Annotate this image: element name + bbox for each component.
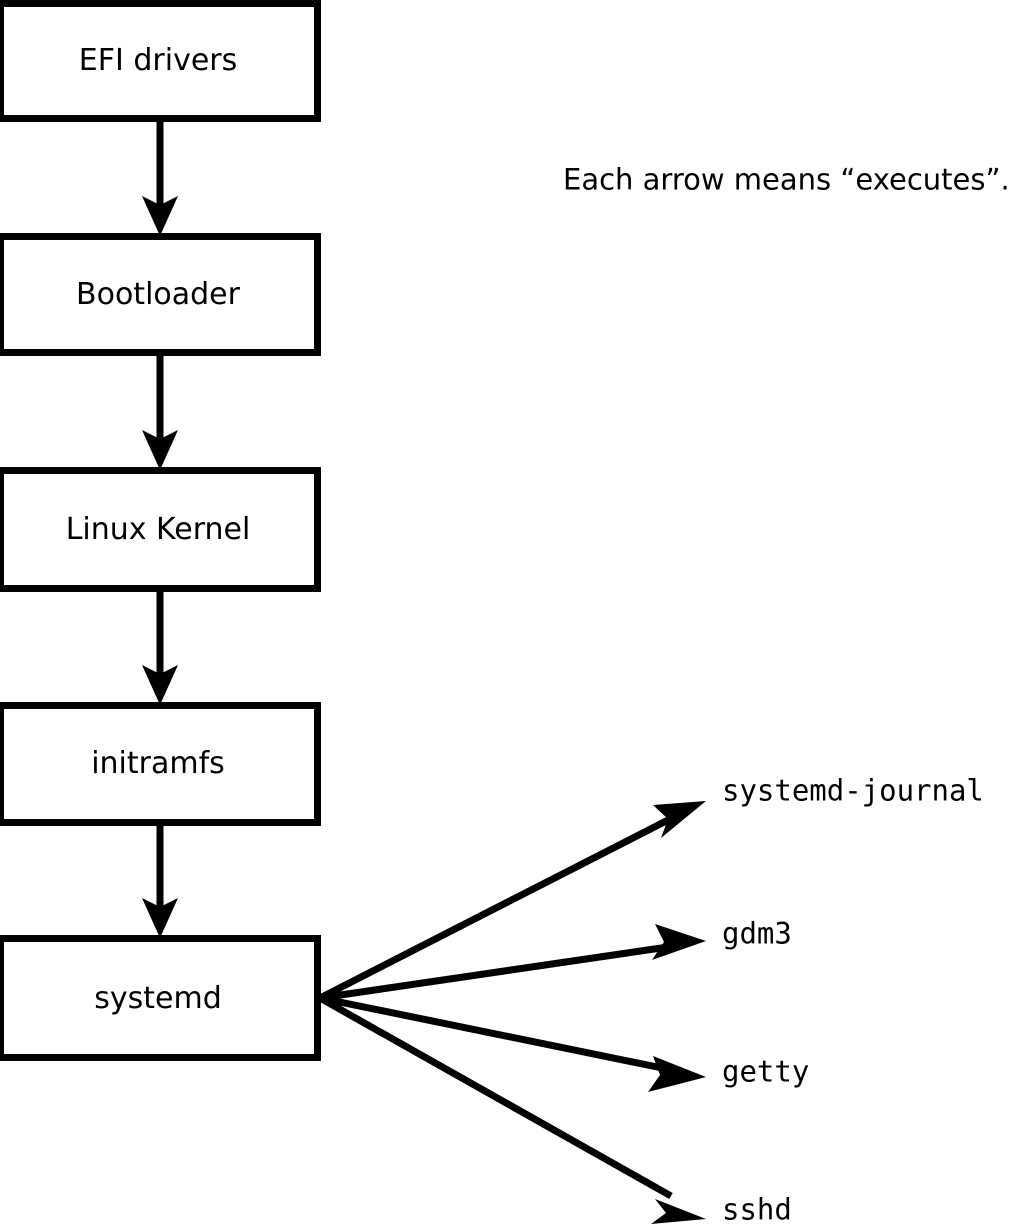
- box-label-bootloader: Bootloader: [76, 277, 240, 312]
- leaf-label-systemd-journal: systemd-journal: [722, 773, 984, 808]
- box-label-systemd: systemd: [94, 981, 222, 1016]
- leaf-label-sshd: sshd: [722, 1192, 792, 1227]
- process-box-group: [0, 0, 321, 1061]
- chain-arrow-group: [142, 118, 178, 938]
- arrow-bootloader-to-kernel: [142, 352, 178, 470]
- arrow-systemd-to-getty: [319, 994, 706, 1092]
- arrow-efi-to-bootloader: [142, 118, 178, 236]
- leaf-label-gdm3: gdm3: [722, 916, 792, 951]
- arrow-systemd-to-systemd-journal: [318, 801, 706, 1002]
- box-label-initramfs: initramfs: [91, 746, 225, 781]
- box-label-efi-drivers: EFI drivers: [78, 43, 238, 78]
- arrow-systemd-to-sshd: [318, 994, 706, 1224]
- arrow-initramfs-to-systemd: [142, 822, 178, 938]
- box-initramfs[interactable]: [0, 702, 321, 826]
- arrow-systemd-to-gdm3: [319, 924, 706, 1002]
- arrow-kernel-to-initramfs: [142, 588, 178, 705]
- fanout-arrow-group: [318, 801, 706, 1224]
- leaf-label-getty: getty: [722, 1054, 810, 1089]
- box-label-linux-kernel: Linux Kernel: [65, 512, 251, 547]
- legend-caption: Each arrow means “executes”.: [563, 162, 1010, 197]
- box-systemd[interactable]: [0, 935, 321, 1061]
